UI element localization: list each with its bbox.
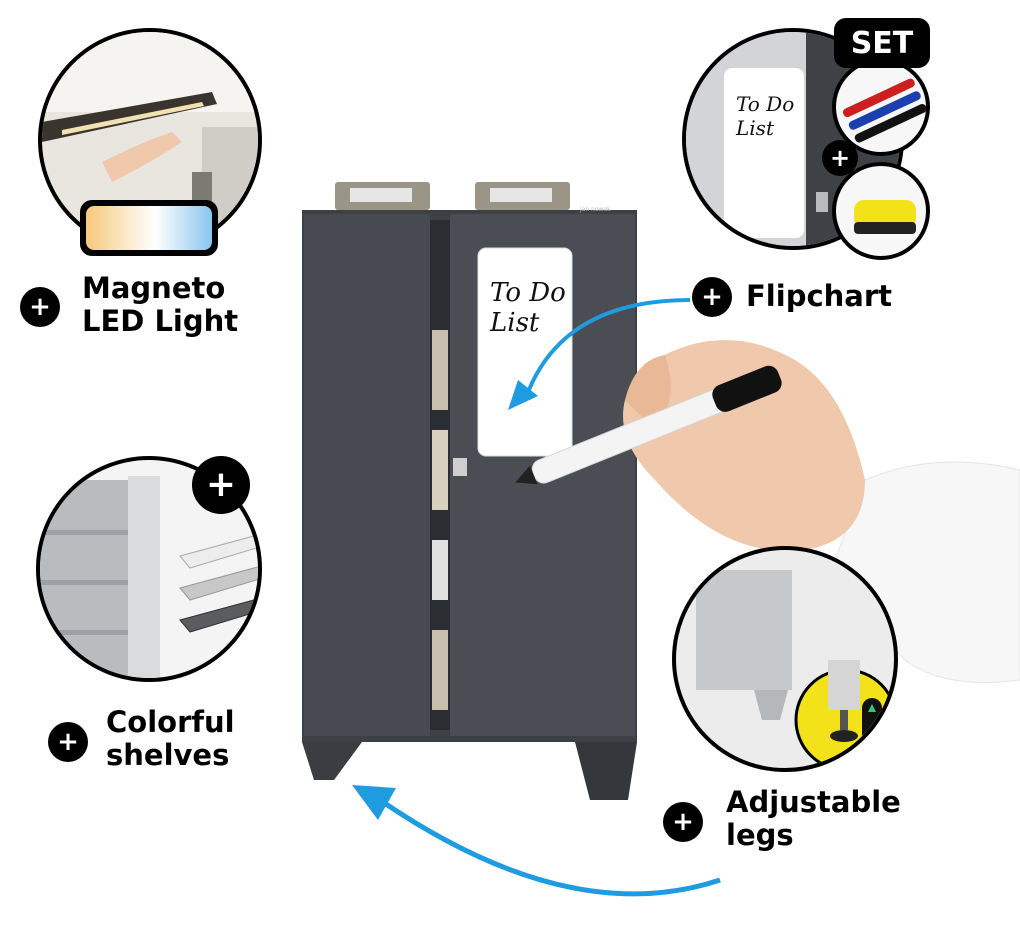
marker-set-detail (832, 58, 930, 156)
shelves-label: Colorful shelves (106, 706, 235, 772)
whiteboard-text: To Do List (490, 278, 566, 338)
flipchart-detail-line-1: To Do (736, 92, 795, 116)
led-light-label-line-2: LED Light (82, 304, 239, 338)
sponge-icon (854, 200, 916, 234)
flipchart-plus-icon: + (692, 277, 732, 317)
flipchart-detail-line-2: List (736, 116, 774, 140)
set-plus-icon: + (822, 140, 858, 176)
flipchart-detail-text: To Do List (736, 92, 794, 140)
whiteboard-line-1: To Do (490, 278, 566, 308)
curved-arrow-icon (352, 785, 721, 897)
flipchart-label: Flipchart (746, 279, 893, 313)
legs-label-line-2: legs (726, 818, 794, 852)
whiteboard-line-2: List (490, 308, 540, 338)
legs-label: Adjustable legs (726, 786, 901, 852)
marker-icon (842, 78, 926, 143)
led-light-label-line-1: Magneto (82, 271, 226, 305)
legs-photo (696, 570, 894, 768)
led-light-label: Magneto LED Light (82, 272, 238, 338)
shelves-badge-plus-icon: + (192, 456, 250, 514)
shelves-detail (36, 456, 262, 682)
cabinet-illustration (302, 182, 637, 800)
sponge-detail (832, 162, 930, 260)
shelves-label-line-2: shelves (106, 738, 230, 772)
led-light-plus-icon: + (20, 287, 60, 327)
shelves-plus-icon: + (48, 722, 88, 762)
legs-plus-icon: + (663, 802, 703, 842)
set-badge: SET (834, 18, 930, 68)
shelves-label-line-1: Colorful (106, 705, 235, 739)
curved-arrow-icon (508, 298, 691, 410)
legs-detail (672, 546, 898, 772)
brand-mark: jan nowak (580, 206, 611, 213)
color-temperature-swatch (80, 200, 218, 256)
legs-label-line-1: Adjustable (726, 785, 901, 819)
